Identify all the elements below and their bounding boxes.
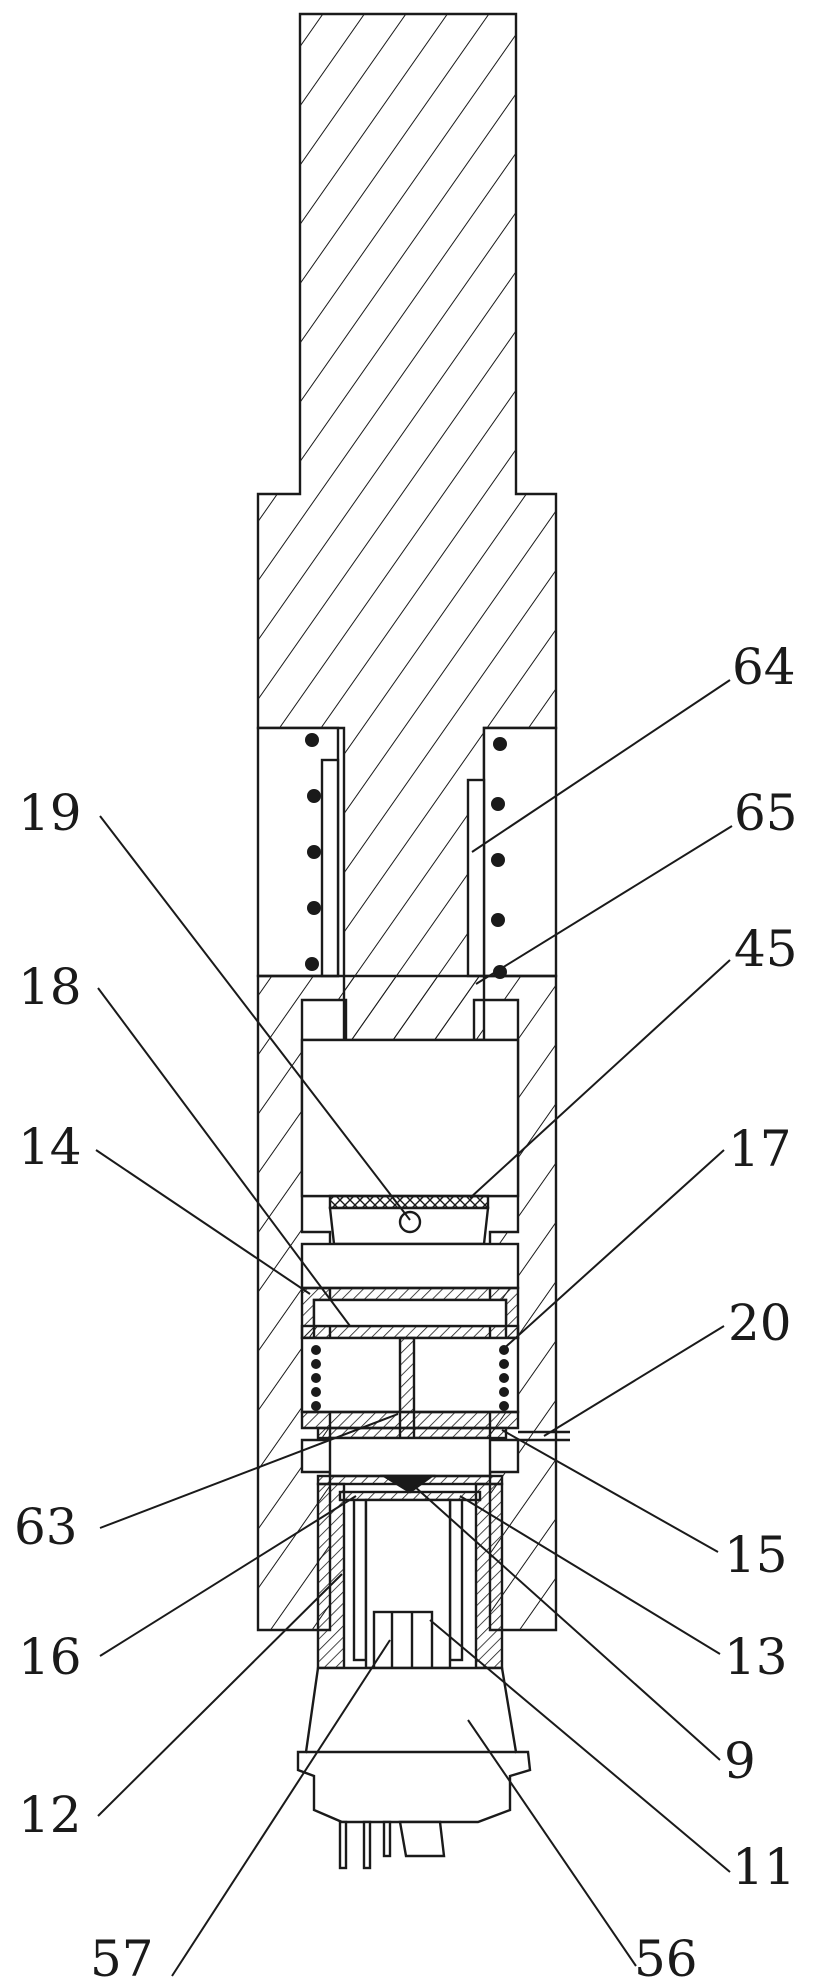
spring-guide-left [320, 758, 340, 978]
pad-45 [328, 1194, 490, 1210]
label-19: 19 [18, 784, 82, 842]
pin-left [338, 1820, 348, 1870]
tip [398, 1820, 446, 1858]
label-15: 15 [724, 1526, 788, 1584]
label-56: 56 [634, 1930, 698, 1987]
connector-57 [372, 1610, 434, 1670]
spring-guide-right [466, 778, 486, 978]
label-14: 14 [18, 1118, 82, 1176]
leader-lines [95, 679, 733, 1977]
label-65: 65 [734, 784, 798, 842]
plate-18 [300, 1324, 520, 1340]
label-12: 12 [18, 1786, 82, 1844]
label-16: 16 [18, 1628, 82, 1686]
label-57: 57 [90, 1930, 154, 1987]
hole-19 [398, 1210, 422, 1234]
reference-numerals: 64 65 19 45 18 14 17 20 63 15 16 13 9 12… [14, 638, 798, 1987]
nozzle-56 [296, 1666, 532, 1824]
chamber-lower [328, 1436, 492, 1478]
label-17: 17 [728, 1120, 792, 1178]
inner-tube-left [352, 1498, 368, 1662]
plate-63 [300, 1410, 520, 1430]
slider-block [300, 1242, 520, 1290]
piston-head [300, 1038, 520, 1198]
spring-housing-right [482, 726, 558, 978]
pin-mid [362, 1820, 372, 1870]
label-18: 18 [18, 958, 82, 1016]
lower-spring-right [499, 1345, 509, 1411]
tube-11 [474, 1482, 504, 1670]
inner-face [312, 1298, 508, 1328]
plate-16 [316, 1474, 504, 1486]
label-64: 64 [732, 638, 796, 696]
label-20: 20 [728, 1294, 792, 1352]
label-63: 63 [14, 1498, 78, 1556]
lower-spring-left [311, 1345, 321, 1411]
label-45: 45 [734, 920, 798, 978]
label-9: 9 [724, 1732, 756, 1790]
label-11: 11 [732, 1838, 796, 1896]
upper-spring-left [305, 733, 321, 971]
pin-right [382, 1820, 392, 1858]
label-13: 13 [724, 1628, 788, 1686]
